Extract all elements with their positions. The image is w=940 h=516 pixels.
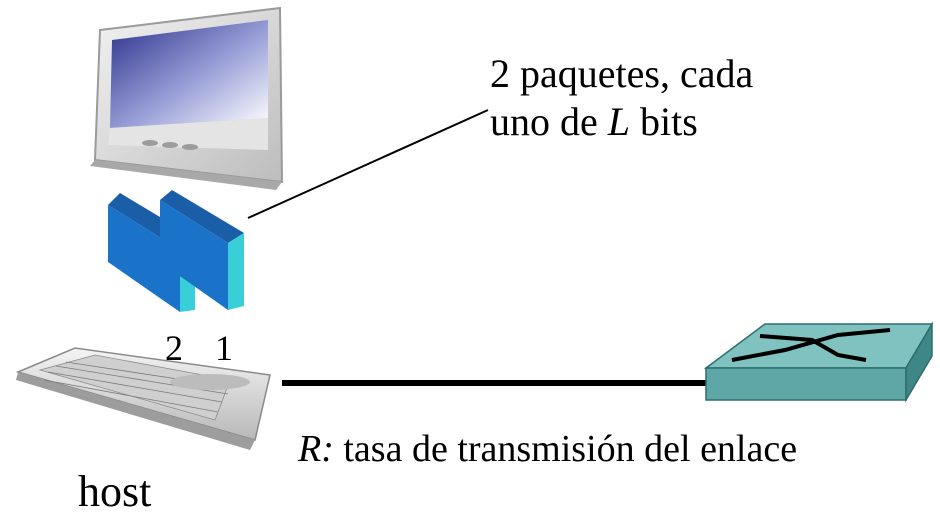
rate-variable-R: R: [298,428,334,470]
callout-line-2-prefix: uno de [490,99,608,144]
packet-2-label: 2 [165,328,183,368]
packet-1-label: 1 [215,328,233,368]
callout-line-2: uno de L bits [490,98,753,146]
monitor-icon [90,6,284,190]
router-icon [703,321,934,403]
packets-callout: 2 paquetes, cada uno de L bits [490,50,753,146]
callout-leader [247,109,489,219]
callout-line-2-suffix: bits [630,99,698,144]
link-rate-label: R: tasa de transmisión del enlace [298,430,797,468]
packet-1-icon [160,190,244,310]
callout-variable-L: L [607,99,631,144]
keyboard-icon [15,347,271,450]
rate-description: tasa de transmisión del enlace [333,428,798,470]
host-label: host [78,467,152,516]
callout-line-1: 2 paquetes, cada [490,51,754,96]
